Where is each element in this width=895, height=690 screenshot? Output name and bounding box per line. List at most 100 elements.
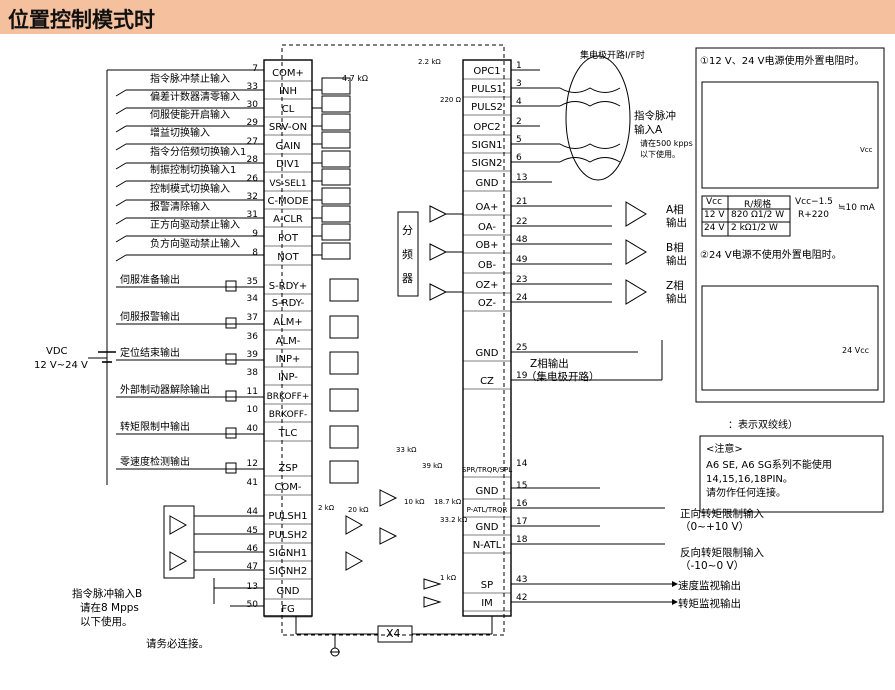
right-pin-name: P-ATL/TRQR	[467, 506, 508, 514]
left-pin-number: 31	[247, 210, 258, 220]
right-pin-name: OB-	[478, 260, 497, 271]
input-label: 偏差计数器清零输入	[150, 90, 240, 103]
pulse-receiver-icon	[345, 515, 364, 535]
divider-char-1: 分	[402, 224, 413, 237]
right-pin-name: PULS1	[471, 84, 503, 95]
input-photocoupler-icon	[321, 242, 351, 260]
left-pin-name: C-MODE	[267, 196, 308, 207]
formula-result: ≒10 mA	[838, 203, 875, 213]
input-label: 控制模式切换输入	[150, 182, 230, 195]
left-pin-name: PULSH1	[268, 511, 307, 522]
left-pin-number: 8	[252, 248, 258, 258]
left-pin-name: BRKOFF-	[269, 410, 308, 420]
left-pin-number: 9	[252, 229, 258, 239]
right-pin-name: OA-	[478, 222, 496, 233]
right-pin-number: 43	[516, 575, 527, 585]
resistor-187k: 18.7 kΩ	[434, 498, 462, 506]
vcc24-label: 24 Vcc	[842, 346, 869, 355]
input-photocoupler-icon	[321, 95, 351, 113]
caution-line-3: 请勿作任何连接。	[706, 488, 786, 499]
left-pin-name: SIGNH1	[269, 548, 307, 559]
z-output-1: Z相输出	[530, 358, 569, 370]
line-driver-icon	[429, 283, 448, 301]
right-pin-name: OB+	[475, 240, 498, 251]
left-pin-number: 44	[247, 507, 259, 517]
left-pin-name: ZSP	[278, 463, 297, 474]
resistor-22k-a: 2.2 kΩ	[418, 58, 441, 66]
relay-icon	[225, 317, 237, 329]
right-pin-number: 19	[516, 371, 528, 381]
b-phase-2: 输出	[666, 255, 687, 267]
left-pin-number: 45	[247, 526, 258, 536]
left-pin-number: 28	[247, 155, 259, 165]
right-pin-number: 18	[516, 535, 528, 545]
photocoupler-icon	[329, 425, 359, 449]
z-phase-1: Z相	[666, 280, 684, 292]
right-pin-name: IM	[481, 598, 493, 609]
right-pin-number: 22	[516, 217, 527, 227]
cmd-pulse-a-1: 指令脉冲	[634, 110, 676, 122]
rev-torque-2: （-10~0 V）	[680, 560, 745, 572]
left-pin-name: S-RDY+	[269, 281, 308, 292]
table-r1c2: 820 Ω1/2 W	[731, 210, 785, 220]
resistor-1k: 1 kΩ	[440, 574, 457, 582]
switch-contact	[115, 180, 127, 188]
cmd-pulse-a-note-2: 以下使用。	[640, 150, 680, 159]
left-pin-name: BRKOFF+	[267, 392, 310, 402]
driver-outline	[281, 44, 505, 636]
relay-icon	[225, 390, 237, 402]
left-pin-name: SIGNH2	[269, 566, 307, 577]
note-2: ②24 V电源不使用外置电阻时。	[700, 250, 842, 261]
right-pin-number: 1	[516, 61, 522, 71]
table-r2c2: 2 kΩ1/2 W	[731, 223, 778, 233]
left-pin-name: S-RDY-	[272, 298, 305, 309]
x4-label: X4	[386, 627, 401, 640]
left-pin-name: A-CLR	[273, 214, 303, 225]
input-label: 指令脉冲禁止输入	[150, 72, 230, 85]
switch-contact	[115, 235, 127, 243]
left-pin-name: COM+	[272, 68, 304, 79]
input-label: 报警清除输入	[150, 200, 210, 213]
a-phase-2: 输出	[666, 217, 687, 229]
resistor-332k: 33.2 kΩ	[440, 516, 468, 524]
left-pin-name: GND	[277, 586, 300, 597]
b-phase-1: B相	[666, 242, 684, 254]
left-pin-number: 32	[247, 192, 258, 202]
resistor-39k: 39 kΩ	[422, 462, 443, 470]
left-pin-name: VS-SEL1	[269, 179, 306, 189]
right-pin-number: 49	[516, 255, 528, 265]
relay-icon	[225, 353, 237, 365]
open-collector-label: 集电极开路I/F时	[580, 51, 645, 61]
input-label: 增益切换输入	[150, 126, 210, 139]
switch-contact	[115, 125, 127, 133]
line-driver-icon	[429, 205, 448, 223]
resistor-220-a: 220 Ω	[440, 96, 461, 104]
right-pin-name: SP	[481, 580, 493, 591]
twisted-pair-icon	[559, 87, 621, 93]
left-pin-number: 46	[247, 544, 259, 554]
right-pin-name: OZ+	[475, 280, 498, 291]
caution-title: <注意>	[706, 444, 743, 455]
output-label: 外部制动器解除输出	[120, 383, 210, 396]
note-box	[695, 47, 885, 403]
right-pin-name: PULS2	[471, 102, 503, 113]
output-label: 零速度检测输出	[120, 455, 190, 468]
right-pin-number: 14	[516, 459, 528, 469]
vdc-range: 12 V~24 V	[34, 360, 88, 371]
left-pin-number: 50	[247, 600, 259, 610]
right-pin-number: 4	[516, 97, 522, 107]
right-pin-number: 42	[516, 593, 527, 603]
input-photocoupler-icon	[321, 187, 351, 205]
switch-contact	[115, 107, 127, 115]
right-pin-name: OPC2	[473, 122, 500, 133]
right-pin-number: 17	[516, 517, 527, 527]
input-photocoupler-icon	[321, 223, 351, 241]
right-pin-name: SIGN1	[472, 140, 503, 151]
left-pin-name: ALM+	[273, 317, 302, 328]
left-pin-name: DIV1	[276, 159, 300, 170]
right-connector	[462, 59, 512, 617]
left-pin-number: 30	[247, 100, 259, 110]
page-title: 位置控制模式时	[8, 8, 155, 32]
